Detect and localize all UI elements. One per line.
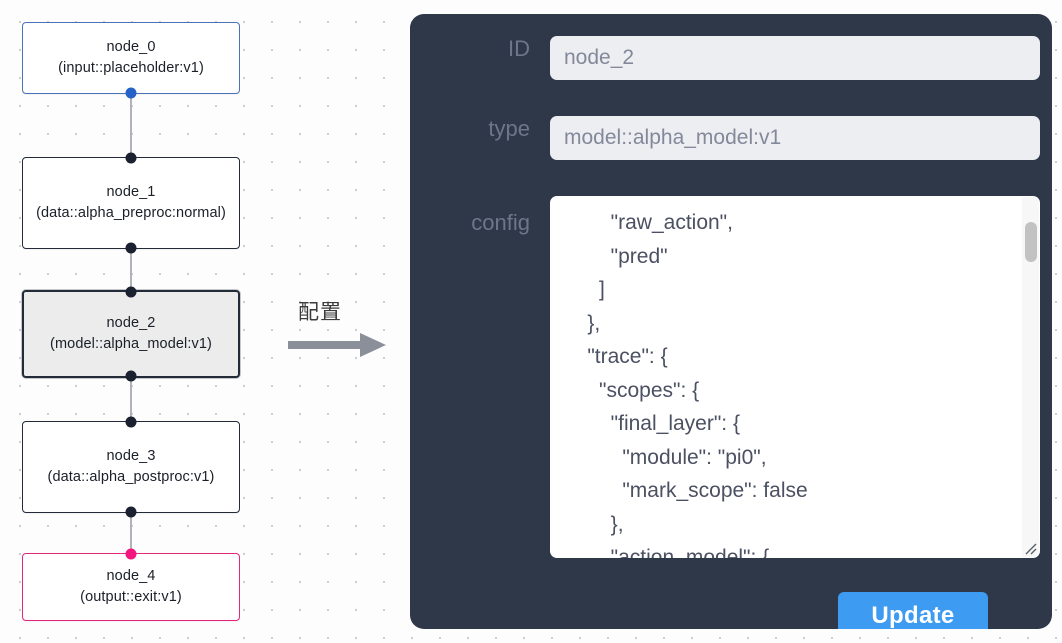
graph-node-node_0[interactable]: node_0 (input::placeholder:v1) xyxy=(22,22,240,99)
edge-node3-node4 xyxy=(130,513,132,553)
node-handle-target[interactable] xyxy=(125,548,137,560)
edge-node1-node2 xyxy=(130,249,132,290)
id-field-label: ID xyxy=(508,36,530,61)
node-handle-target[interactable] xyxy=(125,416,137,428)
update-button[interactable]: Update xyxy=(838,592,988,629)
config-field-label: config xyxy=(471,210,530,235)
edge-node0-node1 xyxy=(130,94,132,157)
graph-node-node_3[interactable]: node_3 (data::alpha_postproc:v1) xyxy=(22,416,240,518)
resize-grip-icon[interactable] xyxy=(1022,540,1038,556)
node-label: node_0 (input::placeholder:v1) xyxy=(58,39,204,76)
node-label: node_3 (data::alpha_postproc:v1) xyxy=(47,448,215,485)
config-scrollbar-thumb[interactable] xyxy=(1025,222,1037,262)
config-scrollbar[interactable] xyxy=(1022,197,1039,557)
node-handle-source[interactable] xyxy=(125,370,137,382)
node-handle-target[interactable] xyxy=(125,286,137,298)
field-row-id: ID xyxy=(430,36,1040,80)
node-handle-source[interactable] xyxy=(125,506,137,518)
flow-arrow-label: 配置 xyxy=(298,300,342,324)
config-editor-wrapper: "raw_action", "pred" ] }, "trace": { "sc… xyxy=(550,196,1040,558)
flow-arrow-group: 配置 xyxy=(288,296,396,358)
type-field-label: type xyxy=(488,116,530,141)
graph-node-node_4[interactable]: node_4 (output::exit:v1) xyxy=(22,548,240,621)
node-label: node_4 (output::exit:v1) xyxy=(80,568,182,605)
type-input[interactable] xyxy=(550,116,1040,160)
config-textarea[interactable]: "raw_action", "pred" ] }, "trace": { "sc… xyxy=(550,196,1040,558)
node-label: node_1 (data::alpha_preproc:normal) xyxy=(36,184,226,221)
graph-node-node_1[interactable]: node_1 (data::alpha_preproc:normal) xyxy=(22,152,240,254)
graph-node-node_2[interactable]: node_2 (model::alpha_model:v1) xyxy=(22,286,240,382)
id-input[interactable] xyxy=(550,36,1040,80)
node-label: node_2 (model::alpha_model:v1) xyxy=(50,315,212,352)
field-row-config: config "raw_action", "pred" ] }, "trace"… xyxy=(430,196,1040,558)
node-handle-source[interactable] xyxy=(125,87,137,99)
node-handle-source[interactable] xyxy=(125,242,137,254)
node-config-panel: ID type config "raw_action", "pred" ] },… xyxy=(410,14,1052,629)
field-row-type: type xyxy=(430,116,1040,160)
node-handle-target[interactable] xyxy=(125,152,137,164)
edge-node2-node3 xyxy=(130,378,132,421)
arrow-right-icon xyxy=(288,333,386,357)
